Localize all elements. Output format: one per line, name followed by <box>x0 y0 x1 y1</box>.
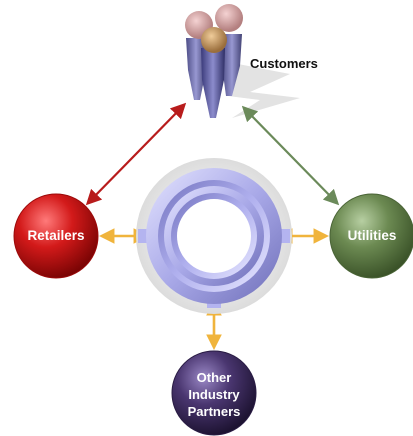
customers-label: Customers <box>250 56 318 71</box>
arrow-customers-utilities <box>241 105 340 206</box>
utilities-node <box>329 193 413 279</box>
retailers-label: Retailers <box>27 228 85 243</box>
utilities-label: Utilities <box>347 228 397 243</box>
ring-hub-icon <box>136 158 292 314</box>
retailers-node <box>13 193 99 279</box>
arrow-customers-retailers <box>85 102 187 206</box>
partners-node <box>171 350 257 436</box>
customers-icon <box>185 4 300 118</box>
partners-label: Other Industry Partners <box>187 370 241 419</box>
